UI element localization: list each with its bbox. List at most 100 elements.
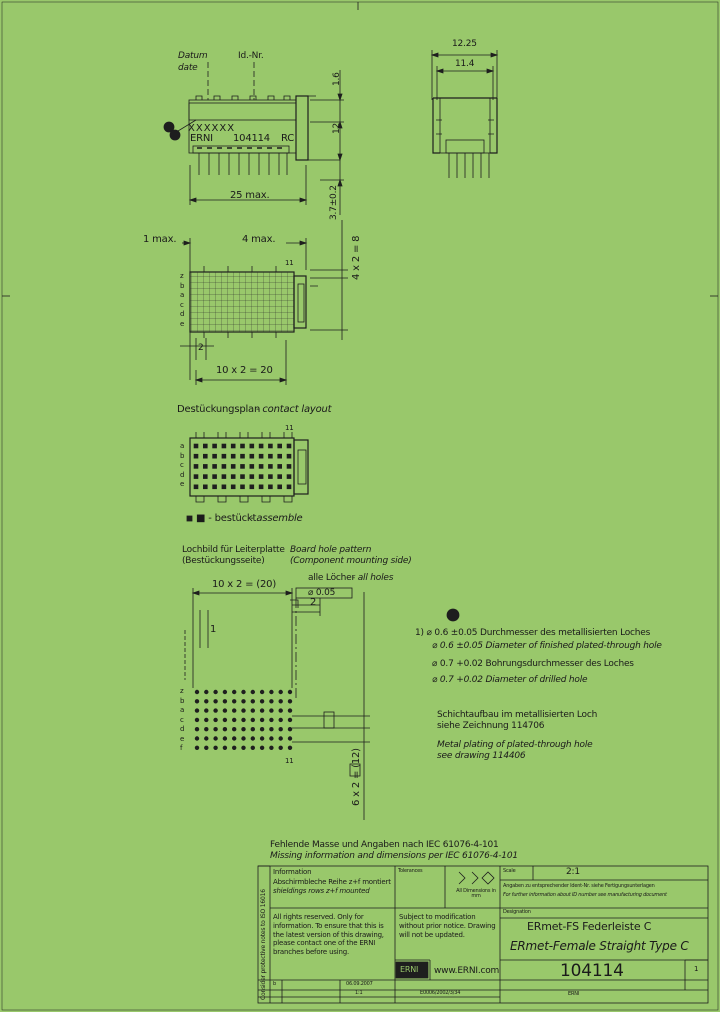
hole-sub-de: (Bestückungsseite) — [182, 556, 265, 566]
info-title: Information — [273, 868, 312, 876]
contact-pin — [240, 484, 245, 490]
order-de: Angaben zu entsprechender Ident-Nr. sieh… — [503, 883, 655, 889]
side-view — [430, 50, 499, 178]
contact-pin — [230, 443, 236, 449]
row-letter: a — [180, 706, 185, 714]
contact-pin — [193, 484, 199, 490]
note-1-en: ⌀ 0.6 ±0.05 Diameter of finished plated-… — [432, 641, 662, 651]
board-hole — [204, 736, 209, 741]
height-dim-1: 1.6 — [332, 72, 342, 86]
scale-value: 2:1 — [566, 867, 580, 877]
board-hole — [250, 708, 255, 713]
plan-view — [180, 220, 348, 385]
board-hole — [250, 699, 255, 704]
hole-dim-1: 1 — [210, 624, 217, 635]
subject-note: Subject to modification without prior no… — [399, 913, 496, 939]
row-letter: z — [180, 272, 184, 280]
plan-right-dim: 4 max. — [242, 234, 276, 245]
contact-pin — [240, 464, 245, 469]
side-dim-1: 12.25 — [452, 39, 477, 49]
hole-title-de: Lochbild für Leiterplatte — [182, 545, 285, 555]
contact-pin — [258, 464, 264, 469]
board-hole — [204, 689, 209, 695]
contact-pin — [240, 443, 245, 449]
contact-layout — [186, 432, 309, 522]
board-hole — [278, 717, 283, 723]
board-hole — [204, 717, 209, 723]
erni-logo: ERNI — [400, 965, 419, 974]
contact-pin — [203, 474, 208, 479]
board-hole — [278, 689, 283, 695]
contact-pin — [249, 443, 255, 449]
contact-pin — [212, 453, 217, 459]
info-de: Abschirmbleche Reihe z+f montiert — [273, 878, 391, 886]
contact-pin — [268, 453, 273, 459]
name-en: ERmet-Female Straight Type C — [510, 939, 689, 953]
side-dim-2: 11.4 — [455, 59, 475, 69]
board-hole — [194, 699, 200, 704]
contact-pin — [212, 443, 217, 449]
top-view — [163, 62, 344, 215]
info-en: shieldings rows z+f mounted — [273, 887, 370, 895]
contact-pin — [240, 453, 245, 459]
designation-label: Designation — [503, 909, 531, 915]
id-label: Id.-Nr. — [238, 51, 264, 61]
erni-logo-box — [395, 961, 429, 979]
board-hole — [278, 727, 283, 732]
board-hole — [194, 708, 200, 713]
contact-pin — [277, 484, 282, 490]
hole-tolerance: ⌀ 0.05 — [308, 588, 336, 598]
board-hole — [287, 736, 293, 741]
plating-en-1: Metal plating of plated-through hole — [437, 740, 593, 750]
row-letter: d — [180, 470, 185, 479]
title-block — [257, 865, 709, 1004]
width-dim: 25 max. — [230, 190, 270, 201]
board-hole — [259, 736, 265, 741]
contact-pin — [203, 453, 208, 459]
board-hole — [269, 717, 274, 723]
type-code: RC — [281, 133, 295, 144]
contact-pin — [221, 474, 227, 479]
contact-pin — [268, 464, 273, 469]
contact-pin — [193, 474, 199, 479]
board-hole — [259, 717, 265, 723]
board-hole — [232, 745, 237, 750]
plan-pitch: 2 — [198, 343, 204, 353]
row-letter: a — [180, 291, 185, 299]
contact-pin — [221, 453, 227, 459]
hole-title-en: Board hole pattern — [290, 545, 372, 555]
board-hole — [213, 708, 218, 713]
board-hole — [232, 717, 237, 723]
layout-title-de: Destückungsplan — [177, 404, 261, 415]
hole-col-num: 11 — [285, 757, 294, 765]
datum-label-de: Datum — [178, 51, 208, 61]
contact-pin — [249, 464, 255, 469]
contact-pin — [258, 453, 264, 459]
contact-pin — [240, 474, 245, 479]
contact-pin — [212, 464, 217, 469]
all-holes-en: - all holes — [352, 573, 394, 583]
rev-letter: b — [273, 981, 276, 987]
date-code: XXXXXX — [188, 123, 236, 134]
note-2-de: ⌀ 0.7 +0.02 Bohrungsdurchmesser des Loch… — [432, 659, 634, 669]
row-letter: b — [180, 281, 185, 290]
layout-dot-grid — [193, 443, 292, 490]
contact-pin — [230, 464, 236, 469]
rights-note: All rights reserved. Only for informatio… — [273, 913, 384, 956]
board-hole — [204, 699, 209, 704]
contact-pin — [203, 484, 208, 490]
board-hole — [232, 708, 237, 713]
board-hole — [222, 727, 228, 732]
contact-pin — [286, 453, 292, 459]
board-hole — [204, 745, 209, 750]
plating-en-2: see drawing 114406 — [437, 751, 526, 761]
board-hole — [250, 727, 255, 732]
board-hole — [222, 736, 228, 741]
contact-pin — [277, 474, 282, 479]
rev-code: 1:1 — [355, 990, 363, 996]
contact-pin — [221, 443, 227, 449]
plan-left-dim: 1 max. — [143, 234, 177, 245]
board-hole — [222, 745, 228, 750]
board-hole — [194, 689, 200, 695]
